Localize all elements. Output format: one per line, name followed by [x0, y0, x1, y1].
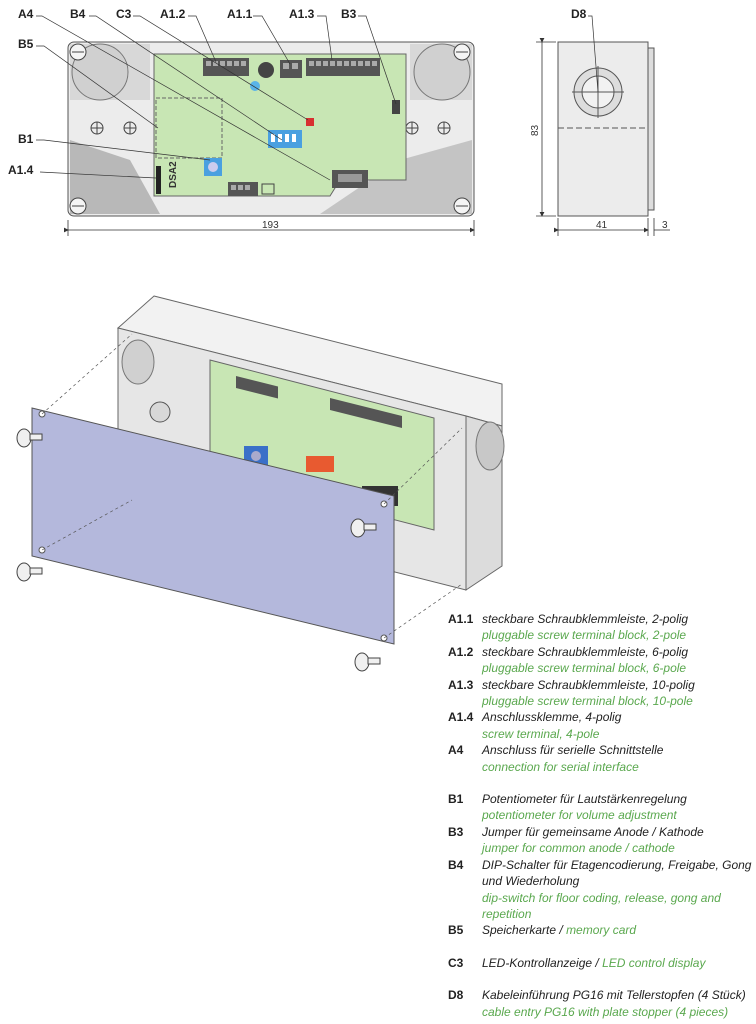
legend-code: C3 — [448, 955, 464, 970]
legend-en: memory card — [566, 923, 637, 938]
legend-entry-a1-4: A1.4 Anschlussklemme, 4-polig screw term… — [448, 709, 753, 742]
legend-code: A4 — [448, 743, 464, 758]
legend-en: pluggable screw terminal block, 2-pole — [482, 628, 687, 643]
legend-de: steckbare Schraubklemmleiste, 2-polig — [482, 612, 689, 626]
legend-de: steckbare Schraubklemmleiste, 10-polig — [482, 677, 695, 692]
corner-screw — [69, 43, 471, 215]
legend-en: pluggable screw terminal block, 6-pole — [482, 661, 687, 676]
lid-screw — [16, 428, 381, 672]
dimension-width — [64, 220, 475, 236]
legend-entry-b1: B1 Potentiometer für Lautstärkenregelung… — [448, 791, 753, 824]
legend-code: A1.4 — [448, 710, 474, 725]
legend-entry-b4: B4 DIP-Schalter für Etagencodierung, Fre… — [448, 857, 753, 923]
callout-d8: D8 — [571, 7, 587, 21]
legend-code: B5 — [448, 923, 464, 938]
buzzer — [258, 62, 274, 78]
terminal-block-10pole — [306, 58, 380, 76]
dip-switch-top — [268, 130, 302, 148]
legend-code: A1.3 — [448, 677, 474, 692]
callout-b1: B1 — [18, 132, 34, 146]
callout-b5: B5 — [18, 37, 34, 51]
legend-entry-b3: B3 Jumper für gemeinsame Anode / Kathode… — [448, 824, 753, 857]
legend-en: dip-switch for floor coding, release, go… — [482, 890, 721, 921]
memory-card-outline — [155, 97, 223, 159]
black-strip — [156, 166, 161, 194]
cable-entry-circle — [71, 43, 129, 101]
side-view — [557, 41, 655, 217]
legend-en: jumper for common anode / cathode — [482, 841, 675, 856]
potentiometer-top — [204, 158, 222, 176]
cable-entry-3d — [475, 421, 505, 471]
legend-en: potentiometer for volume adjustment — [482, 808, 677, 823]
legend-en: LED control display — [602, 955, 706, 970]
dimension-depth — [554, 218, 670, 236]
legend-en: connection for serial interface — [482, 759, 639, 774]
callout-b4: B4 — [70, 7, 86, 21]
legend-code: D8 — [448, 988, 464, 1003]
legend-de: steckbare Schraubklemmleiste, 6-polig — [482, 644, 689, 659]
callout-b3: B3 — [341, 7, 357, 21]
legend-code: A1.1 — [448, 612, 474, 626]
legend-entry-a4: A4 Anschluss für serielle Schnittstelle … — [448, 742, 753, 775]
legend-de: Anschluss für serielle Schnittstelle — [482, 743, 664, 758]
lid-plate — [31, 407, 395, 645]
legend-code: B4 — [448, 857, 464, 872]
legend-code: B3 — [448, 824, 464, 839]
callout-a1-4: A1.4 — [8, 163, 34, 177]
legend-code: B1 — [448, 792, 464, 807]
legend-en: screw terminal, 4-pole — [482, 726, 600, 741]
serial-connector-top — [332, 170, 368, 188]
legend-de: Anschlussklemme, 4-polig — [482, 710, 622, 725]
legend-de: Speicherkarte — [482, 923, 557, 938]
terminal-block-4pole — [228, 182, 258, 196]
legend-de: Kabeleinführung PG16 mit Tellerstopfen (… — [482, 988, 746, 1003]
legend-code: A1.2 — [448, 644, 474, 659]
dip-switch-3d — [306, 456, 334, 472]
callout-a1-2: A1.2 — [160, 7, 186, 21]
connector-small — [261, 183, 275, 195]
legend-en: pluggable screw terminal block, 10-pole — [482, 694, 693, 709]
legend-entry-a1-1: A1.1 steckbare Schraubklemmleiste, 2-pol… — [448, 611, 753, 644]
callout-c3: C3 — [116, 7, 132, 21]
dimension-height-label: 83 — [530, 124, 541, 136]
callout-a1-3: A1.3 — [289, 7, 315, 21]
dimension-width-label: 193 — [262, 220, 279, 231]
exploded-view — [16, 295, 505, 672]
jumper-b3 — [392, 100, 400, 114]
legend-de: Jumper für gemeinsame Anode / Kathode — [482, 824, 704, 839]
leader-lines — [36, 15, 599, 181]
legend-en: cable entry PG16 with plate stopper (4 p… — [482, 1004, 729, 1019]
board-label-dsa2: DSA2 — [168, 161, 179, 188]
legend-entry-a1-2: A1.2 steckbare Schraubklemmleiste, 6-pol… — [448, 644, 753, 677]
legend-de: Potentiometer für Lautstärkenregelung — [482, 792, 687, 807]
legend-entry-b5: B5 Speicherkarte / memory card — [448, 923, 637, 938]
led-control — [306, 118, 314, 126]
terminal-block-2pole — [280, 60, 302, 78]
top-view: DSA2 — [67, 41, 475, 217]
terminal-block-6pole — [203, 58, 249, 76]
legend-entry-a1-3: A1.3 steckbare Schraubklemmleiste, 10-po… — [448, 677, 753, 710]
dimension-height — [536, 38, 556, 217]
callout-a4: A4 — [18, 7, 34, 21]
dimension-depth-label: 41 — [596, 220, 608, 231]
legend-de: DIP-Schalter für Etagencodierung, Freiga… — [482, 857, 752, 889]
legend: A1.1 steckbare Schraubklemmleiste, 2-pol… — [448, 611, 753, 1020]
dimension-lid-label: 3 — [662, 220, 668, 231]
legend-entry-c3: C3 LED-Kontrollanzeige / LED control dis… — [448, 955, 706, 970]
legend-entry-d8: D8 Kabeleinführung PG16 mit Tellerstopfe… — [448, 987, 753, 1020]
callout-a1-1: A1.1 — [227, 7, 253, 21]
legend-de: LED-Kontrollanzeige — [482, 955, 593, 970]
